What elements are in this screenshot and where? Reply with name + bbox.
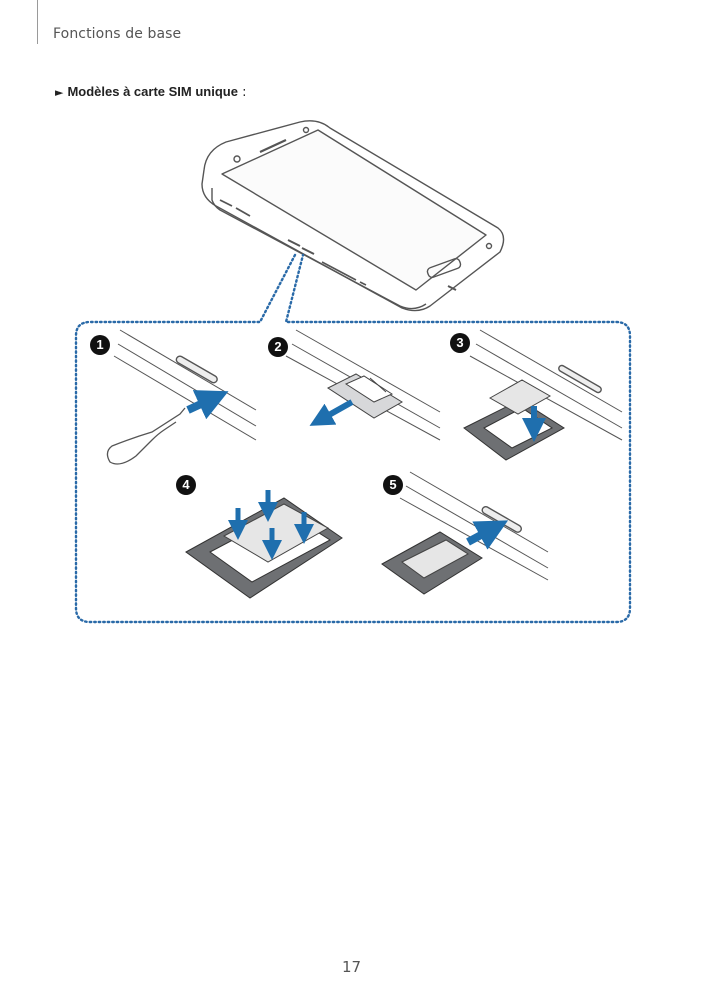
subheading-suffix: : (237, 85, 247, 100)
section-title: Fonctions de base (53, 26, 182, 42)
step-2-drawing (285, 329, 441, 441)
section-rule (37, 0, 38, 44)
step-5-drawing (381, 471, 549, 595)
page-number: 17 (341, 958, 362, 976)
step-1-drawing (106, 329, 257, 465)
step-number-1: 1 (90, 335, 110, 355)
step-number-3: 3 (450, 333, 470, 353)
step-4-drawing (185, 490, 343, 599)
step-3-drawing (463, 329, 623, 461)
play-triangle-icon: ► (55, 86, 64, 99)
subheading: ►Modèles à carte SIM unique : (55, 84, 246, 100)
step-number-2: 2 (268, 337, 288, 357)
step-number-4: 4 (176, 475, 196, 495)
step-number-5: 5 (383, 475, 403, 495)
callout-outline (74, 253, 632, 624)
subheading-title: Modèles à carte SIM unique (67, 84, 238, 99)
phone-drawing (201, 120, 505, 312)
